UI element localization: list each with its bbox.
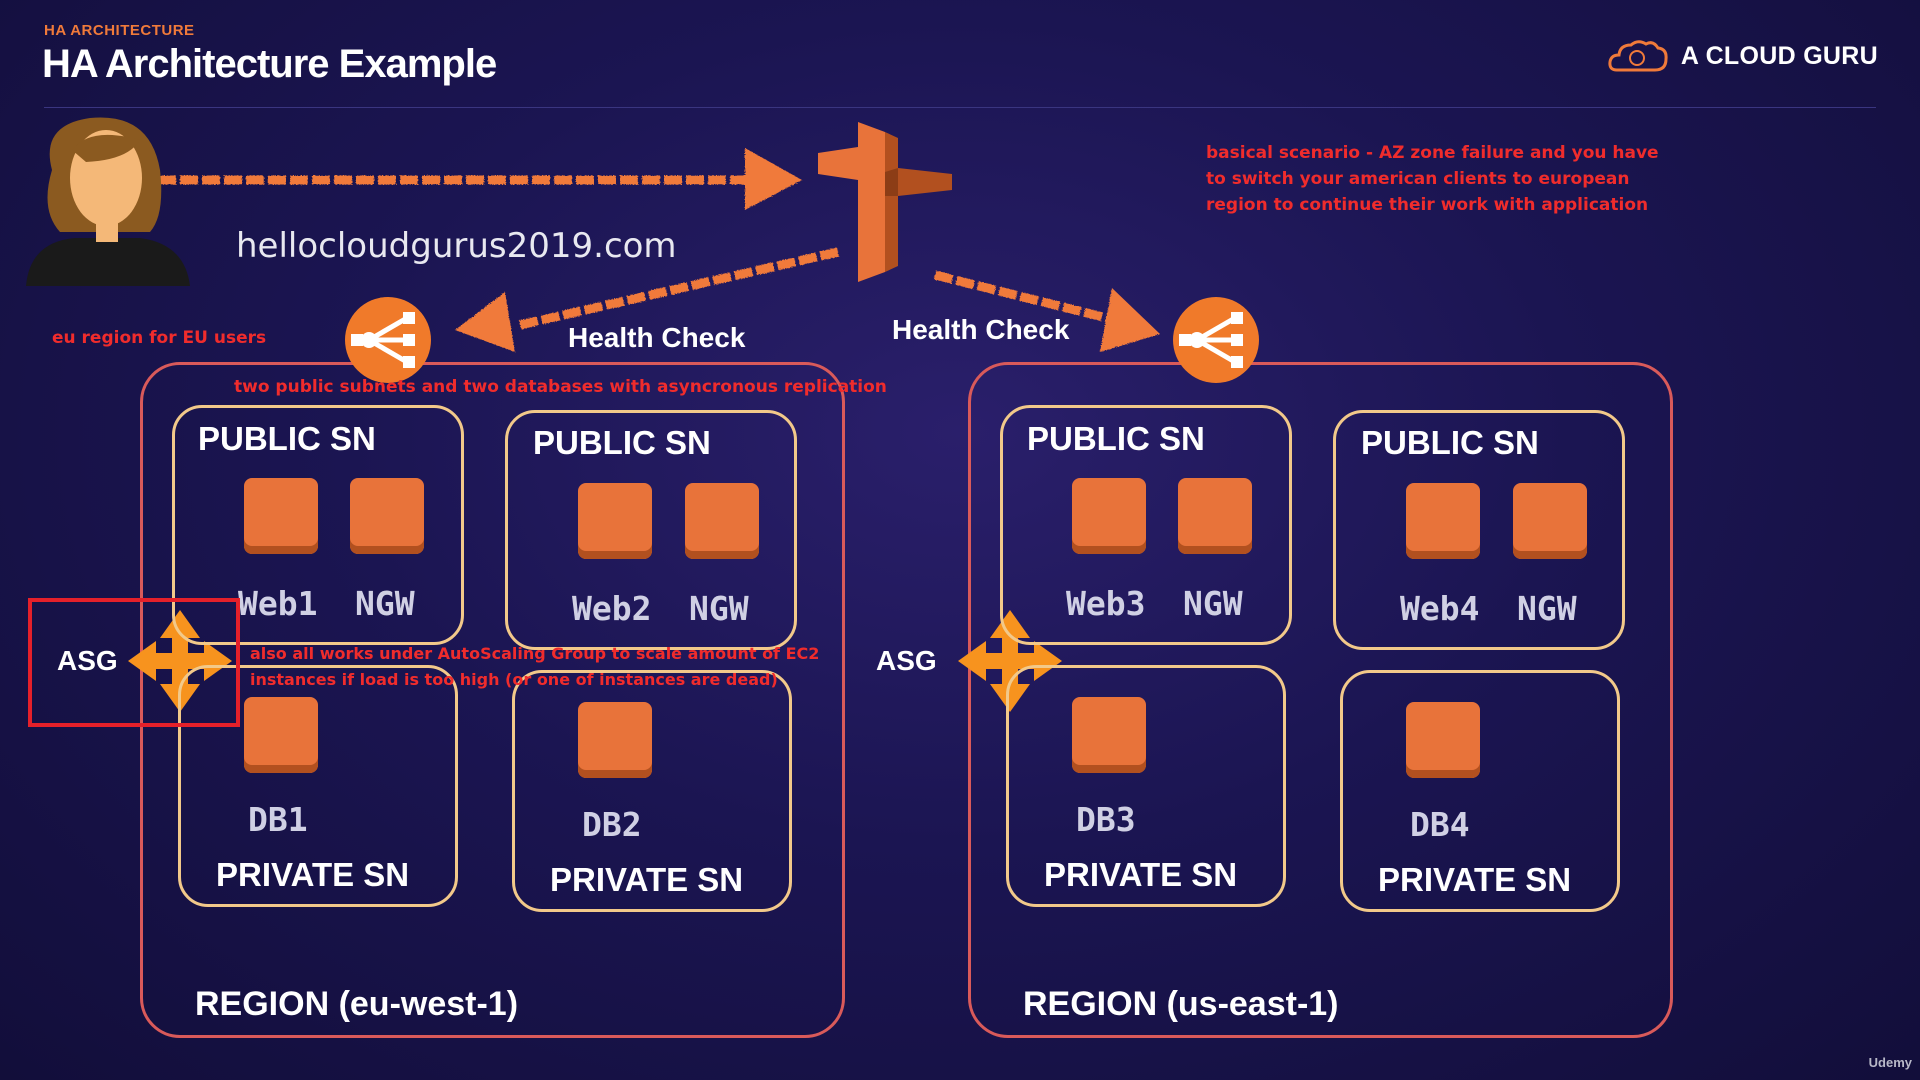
db-label: DB2 bbox=[582, 805, 642, 844]
route53-icon bbox=[818, 122, 952, 282]
private-subnet bbox=[178, 665, 458, 907]
scenario-note-line: to switch your american clients to europ… bbox=[1206, 169, 1630, 189]
web-label: Web3 bbox=[1066, 584, 1146, 623]
scenario-note: basical scenario - AZ zone failure and y… bbox=[1206, 140, 1659, 218]
web-instance bbox=[1072, 478, 1146, 554]
public-subnet bbox=[172, 405, 464, 645]
public-subnet bbox=[1333, 410, 1625, 650]
user-avatar-icon bbox=[26, 117, 190, 286]
subnet-label: PRIVATE SN bbox=[216, 856, 410, 893]
subnet-label: PUBLIC SN bbox=[533, 424, 711, 461]
asg-highlight-box bbox=[28, 598, 240, 727]
ngw-label: NGW bbox=[355, 584, 415, 623]
database-instance bbox=[578, 702, 652, 778]
region-label-eu: REGION (eu-west-1) bbox=[195, 985, 519, 1023]
asg-note: also all works under AutoScaling Group t… bbox=[250, 641, 819, 693]
subnet-label: PRIVATE SN bbox=[550, 861, 744, 898]
arrowhead-us-elb bbox=[1100, 288, 1160, 352]
eu-users-note: eu region for EU users bbox=[52, 328, 267, 348]
web-label: Web2 bbox=[572, 589, 652, 628]
private-subnet bbox=[512, 670, 792, 912]
arrow-dns-to-eu-elb bbox=[518, 247, 840, 330]
health-check-label-us: Health Check bbox=[892, 314, 1070, 345]
region-eu-west-1 bbox=[140, 362, 845, 1038]
ngw-label: NGW bbox=[1517, 589, 1577, 628]
arrow-dns-to-us-elb bbox=[933, 270, 1117, 325]
arrowhead-dns bbox=[745, 148, 802, 210]
subnet-label: PUBLIC SN bbox=[198, 420, 376, 457]
brand-logo: A CLOUD GURU bbox=[1607, 36, 1878, 76]
ngw-label: NGW bbox=[689, 589, 749, 628]
db-label: DB3 bbox=[1076, 800, 1136, 839]
load-balancer-icon bbox=[1173, 297, 1259, 383]
asg-label-eu: ASG bbox=[57, 645, 118, 676]
scenario-note-line: region to continue their work with appli… bbox=[1206, 195, 1649, 215]
asg-note-line: also all works under AutoScaling Group t… bbox=[250, 644, 820, 663]
asg-label-us: ASG bbox=[876, 645, 937, 676]
private-subnet bbox=[1340, 670, 1620, 912]
database-instance bbox=[1406, 702, 1480, 778]
header-divider bbox=[44, 107, 1876, 108]
public-subnet bbox=[505, 410, 797, 650]
private-subnet bbox=[1006, 665, 1286, 907]
nat-gateway bbox=[1178, 478, 1252, 554]
page-title: HA Architecture Example bbox=[42, 42, 497, 86]
arrowhead-eu-elb bbox=[455, 292, 515, 352]
web-instance bbox=[1406, 483, 1480, 559]
nat-gateway bbox=[685, 483, 759, 559]
load-balancer-icon bbox=[345, 297, 431, 383]
web-instance bbox=[244, 478, 318, 554]
cloud-logo-icon bbox=[1608, 40, 1668, 72]
database-instance bbox=[244, 697, 318, 773]
web-label: Web1 bbox=[238, 584, 318, 623]
section-eyebrow: HA ARCHITECTURE bbox=[44, 22, 195, 39]
public-subnet bbox=[1000, 405, 1292, 645]
region-label-us: REGION (us-east-1) bbox=[1023, 985, 1339, 1023]
subnet-label: PRIVATE SN bbox=[1378, 861, 1572, 898]
subnet-label: PUBLIC SN bbox=[1361, 424, 1539, 461]
nat-gateway bbox=[1513, 483, 1587, 559]
nat-gateway bbox=[350, 478, 424, 554]
web-label: Web4 bbox=[1400, 589, 1480, 628]
subnet-label: PUBLIC SN bbox=[1027, 420, 1205, 457]
db-label: DB1 bbox=[248, 800, 308, 839]
database-instance bbox=[1072, 697, 1146, 773]
region-us-east-1 bbox=[968, 362, 1673, 1038]
ngw-label: NGW bbox=[1183, 584, 1243, 623]
health-check-label-eu: Health Check bbox=[568, 322, 746, 353]
subnet-label: PRIVATE SN bbox=[1044, 856, 1238, 893]
asg-note-line: instances if load is too high (or one of… bbox=[250, 670, 778, 689]
udemy-watermark: Udemy bbox=[1868, 1055, 1912, 1070]
scenario-note-line: basical scenario - AZ zone failure and y… bbox=[1206, 143, 1659, 163]
replication-note: two public subnets and two databases wit… bbox=[234, 377, 887, 397]
db-label: DB4 bbox=[1410, 805, 1470, 844]
web-instance bbox=[578, 483, 652, 559]
brand-name: A CLOUD GURU bbox=[1680, 41, 1878, 70]
domain-name-label: hellocloudgurus2019.com bbox=[236, 226, 677, 266]
